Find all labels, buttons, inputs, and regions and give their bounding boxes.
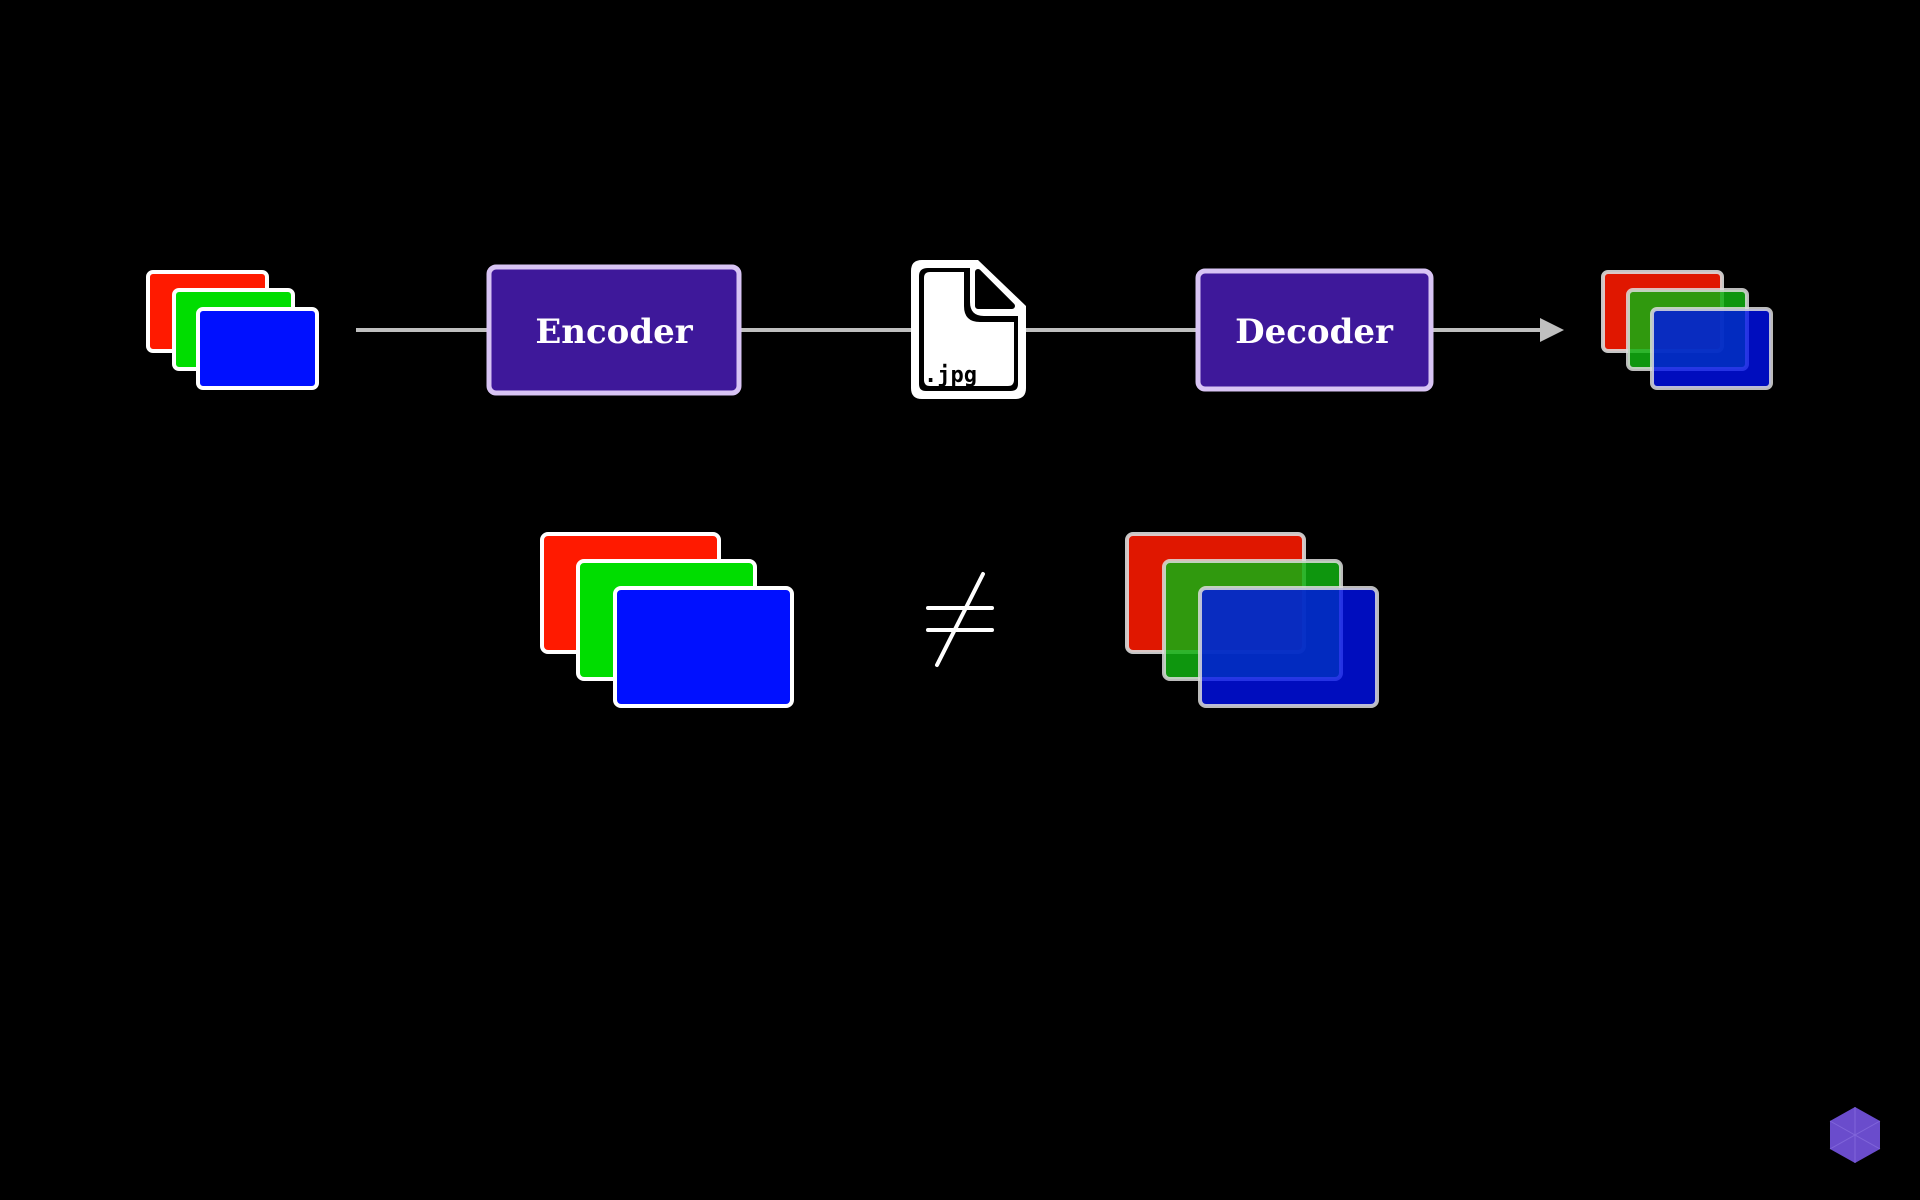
- decoder-box: [1195, 268, 1434, 392]
- not-equal-slash: [935, 572, 985, 667]
- encoder-block: Encoder: [486, 264, 742, 396]
- hexagon-logo-icon: [1829, 1107, 1881, 1163]
- file-extension-label: .jpg: [924, 363, 977, 388]
- jpg-file-icon: .jpg: [911, 260, 1026, 399]
- blue-channel-layer: [1198, 586, 1379, 708]
- input-image-stack: [146, 270, 319, 390]
- file-body: [924, 272, 1014, 386]
- output-image-stack: [1601, 270, 1773, 390]
- original-image-stack: [540, 532, 794, 708]
- decoder-block: Decoder: [1195, 268, 1434, 392]
- reconstructed-image-stack: [1125, 532, 1379, 708]
- decoder-label: Decoder: [1235, 312, 1394, 352]
- not-equal-symbol: [926, 572, 994, 667]
- blue-channel-layer: [1650, 307, 1773, 390]
- blue-channel-layer: [196, 307, 319, 390]
- output-arrowhead: [1540, 318, 1564, 342]
- blue-channel-layer: [613, 586, 794, 708]
- encoder-label: Encoder: [535, 312, 693, 352]
- encoder-box: [486, 264, 742, 396]
- file-dogear: [975, 269, 1015, 309]
